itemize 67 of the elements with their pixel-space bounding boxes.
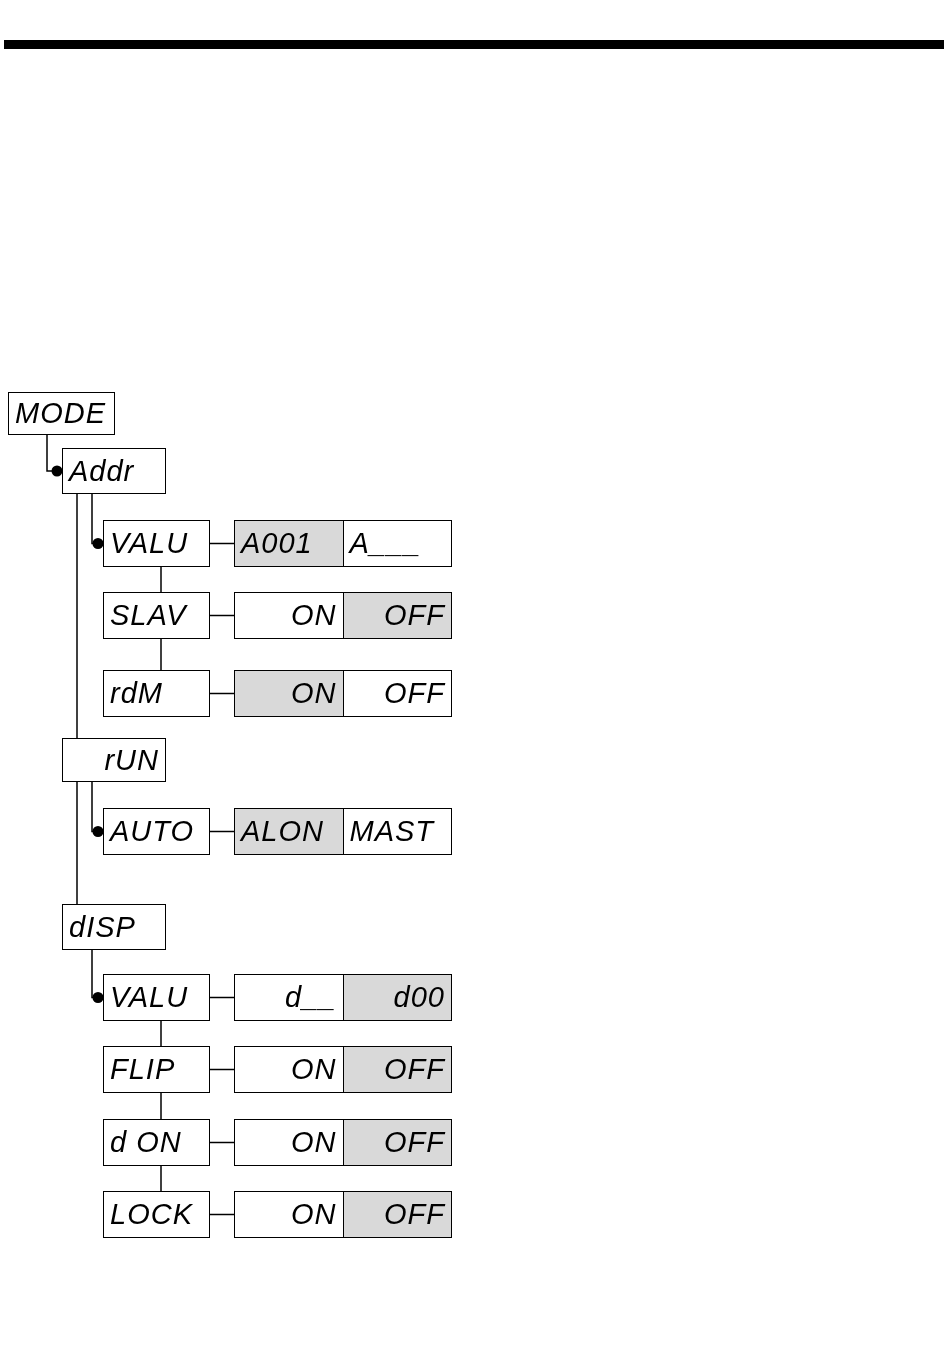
connector-line: [209, 614, 235, 617]
connector-line: [209, 692, 235, 695]
option-value: ALON: [239, 817, 325, 846]
option-value: ON: [290, 1200, 338, 1229]
connector-line: [209, 1213, 235, 1216]
menu-display: [103, 592, 210, 639]
connector-line: [209, 996, 235, 999]
menu-label: rdM: [109, 679, 164, 708]
option-value: d00: [392, 983, 446, 1012]
option-display: [234, 974, 452, 1021]
menu-label: VALU: [109, 529, 190, 558]
menu-label: MODE: [14, 399, 107, 428]
menu-label: VALU: [109, 983, 190, 1012]
option-value: MAST: [348, 817, 436, 846]
menu-label: Addr: [67, 456, 136, 486]
menu-display: [103, 1191, 210, 1238]
option-value: OFF: [383, 1055, 447, 1084]
menu-display: [62, 448, 166, 494]
menu-display: [103, 974, 210, 1021]
option-display: [234, 1191, 452, 1238]
connector-line: [76, 781, 78, 905]
connector-line: [209, 1141, 235, 1144]
connector-line: [160, 566, 162, 593]
option-display: [234, 592, 452, 639]
menu-label: dISP: [68, 912, 137, 942]
connector-line: [160, 1092, 162, 1120]
option-display: [234, 1046, 452, 1093]
menu-label: LOCK: [109, 1200, 194, 1229]
menu-display: [8, 392, 115, 435]
connector-with-dot: [46, 434, 63, 477]
connector-line: [209, 1068, 235, 1071]
connector-with-dot: [91, 781, 104, 837]
connector-line: [76, 493, 78, 739]
menu-label: SLAV: [109, 601, 189, 630]
connector-with-dot: [91, 949, 104, 1003]
option-display: [234, 520, 452, 567]
option-value: d__: [284, 983, 338, 1012]
menu-display: [103, 808, 210, 855]
option-value: OFF: [383, 1128, 447, 1157]
menu-label: rUN: [103, 745, 160, 775]
menu-label: FLIP: [109, 1055, 177, 1084]
menu-display: [62, 904, 166, 950]
menu-label: AUTO: [108, 817, 196, 846]
connector-line: [209, 542, 235, 545]
menu-label: d ON: [109, 1128, 183, 1157]
option-value: OFF: [383, 601, 447, 630]
menu-display: [62, 738, 166, 782]
connector-with-dot: [91, 493, 104, 549]
option-value: ON: [290, 1128, 338, 1157]
option-display: [234, 1119, 452, 1166]
menu-display: [103, 520, 210, 567]
option-value: OFF: [383, 679, 447, 708]
option-value: ON: [290, 1055, 338, 1084]
connector-line: [160, 1020, 162, 1047]
menu-display: [103, 1119, 210, 1166]
option-value: A___: [347, 529, 423, 558]
option-value: ON: [290, 601, 338, 630]
connector-line: [160, 1165, 162, 1192]
option-value: A001: [239, 529, 314, 558]
connector-line: [209, 830, 235, 833]
option-display: [234, 670, 452, 717]
option-value: OFF: [383, 1200, 447, 1229]
option-value: ON: [290, 679, 338, 708]
menu-display: [103, 1046, 210, 1093]
menu-display: [103, 670, 210, 717]
connector-line: [160, 638, 162, 671]
option-display: [234, 808, 452, 855]
